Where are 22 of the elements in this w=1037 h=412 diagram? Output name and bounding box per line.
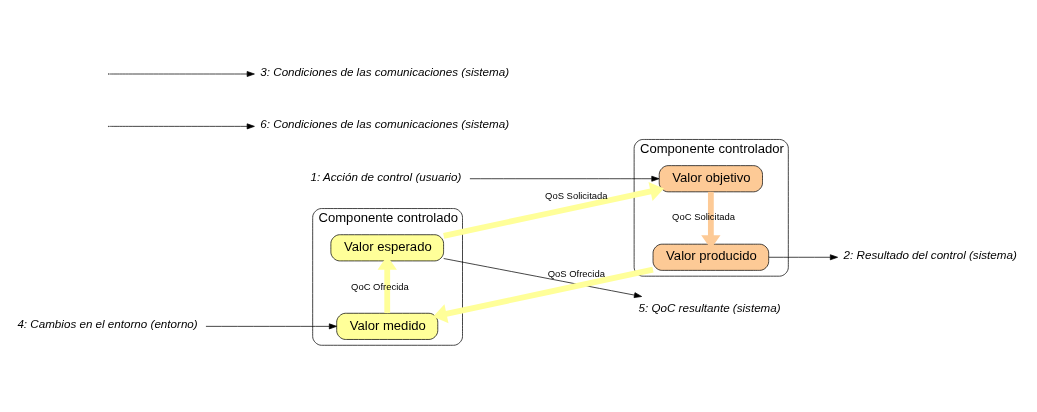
node-text: 6: Condiciones de las comunicaciones (sistema) (260, 117, 510, 131)
arrow (443, 258, 642, 298)
node-box: Valor objetivo (658, 165, 763, 193)
node-text: 4: Cambios en el entorno (entorno) (17, 317, 198, 331)
arrow (768, 254, 838, 261)
node-text: 1: Acción de control (usuario) (310, 169, 462, 183)
node-text: 5: QoC resultante (sistema) (638, 300, 781, 314)
arrow (469, 175, 660, 182)
node-box: Valor esperado (330, 234, 444, 262)
arrow (109, 71, 255, 77)
node-text: 3: Condiciones de las comunicaciones (sistema) (260, 65, 510, 79)
node-box: Valor medido (336, 312, 439, 340)
arrow (205, 323, 337, 330)
node-box: Valor producido (652, 243, 770, 271)
arrow (432, 266, 654, 324)
edge-label: QoC Ofrecida (351, 280, 409, 292)
node-text: 2: Resultado del control (sistema) (843, 248, 1017, 262)
edge-label: QoS Solicitada (545, 189, 608, 201)
edge-label: QoS Ofrecida (547, 268, 605, 280)
arrow (443, 182, 664, 239)
arrow (109, 123, 255, 130)
edge-label: QoC Solicitada (672, 211, 736, 223)
